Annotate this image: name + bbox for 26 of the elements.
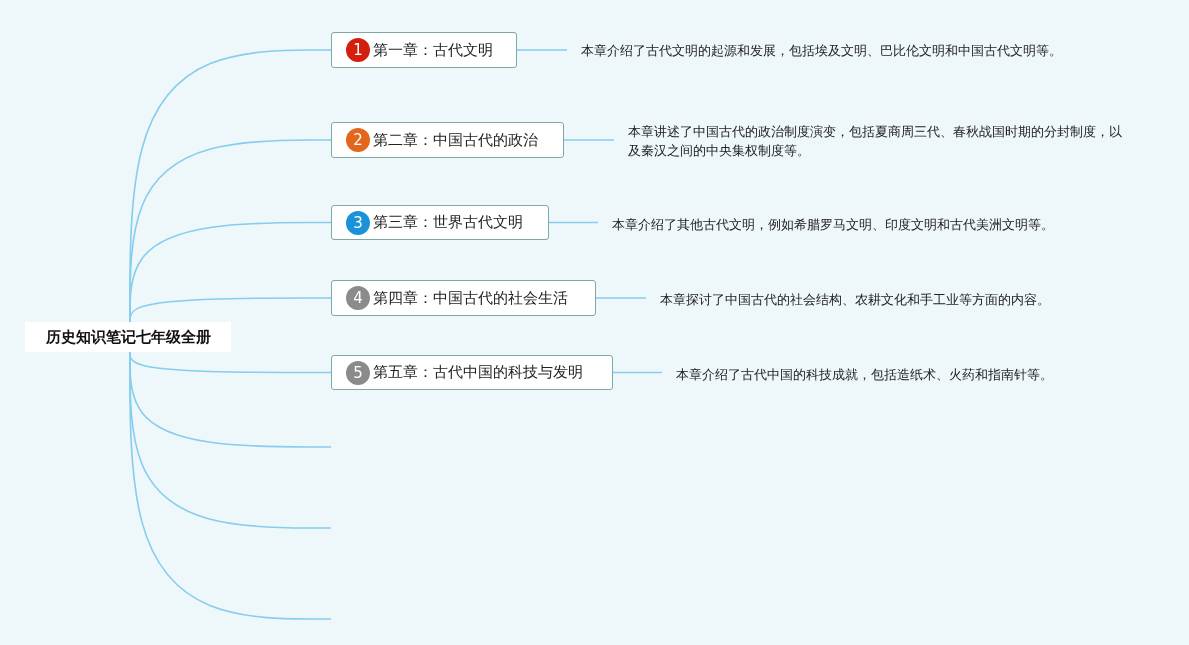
description-text: 本章介绍了古代文明的起源和发展，包括埃及文明、巴比伦文明和中国古代文明等。: [581, 41, 1062, 60]
description-text: 本章介绍了古代中国的科技成就，包括造纸术、火药和指南针等。: [676, 365, 1053, 384]
branch-line: [563, 139, 615, 141]
chapter-title: 第三章：世界古代文明: [373, 213, 523, 232]
branch-line: [548, 221, 599, 224]
chapter-box: [331, 280, 596, 316]
chapter-box: [331, 122, 564, 158]
chapter-title: 第一章：古代文明: [373, 40, 493, 60]
description-text: 本章讲述了中国古代的政治制度演变，包括夏商周三代、春秋战国时期的分封制度，以及秦汉之间的中央集权制度等。: [628, 123, 1123, 160]
central-topic: 历史知识笔记七年级全册: [25, 322, 231, 352]
branch-line: [595, 297, 647, 299]
chapter-title: 第二章：中国古代的政治: [373, 130, 538, 150]
description-text: 本章介绍了其他古代文明，例如希腊罗马文明、印度文明和古代美洲文明等。: [612, 215, 1054, 234]
chapter-title: 第四章：中国古代的社会生活: [373, 288, 568, 308]
number-badge: 5: [346, 360, 370, 385]
description-text: 本章探讨了中国古代的社会结构、农耕文化和手工业等方面的内容。: [660, 290, 1050, 309]
chapter-title: 第五章：古代中国的科技与发明: [373, 363, 583, 382]
number-badge: 1: [346, 38, 370, 62]
chapter-box: [331, 32, 517, 68]
branch-line: [516, 49, 568, 51]
branch-line: [612, 371, 663, 374]
number-badge: 2: [346, 128, 370, 152]
number-badge: 3: [346, 210, 370, 235]
chapter-box: [331, 355, 613, 390]
chapter-box: [331, 205, 549, 240]
number-badge: 4: [346, 286, 370, 310]
